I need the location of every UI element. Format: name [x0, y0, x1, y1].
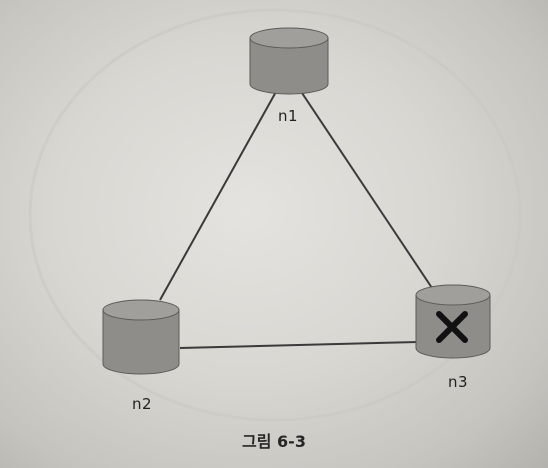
- node-label-n1: n1: [278, 107, 299, 125]
- edge-n1-n3: [299, 89, 433, 289]
- figure-caption: 그림 6-3: [242, 432, 306, 451]
- edge-n2-n3: [179, 341, 419, 349]
- node-label-n2: n2: [132, 395, 153, 413]
- background-ring: [28, 8, 522, 422]
- x-icon: [436, 311, 468, 343]
- node-label-n3: n3: [448, 373, 469, 391]
- node-n2-cylinder: [102, 299, 180, 375]
- node-n3-cylinder: [415, 284, 491, 359]
- node-n1-cylinder: [249, 27, 329, 95]
- edge-n1-n2: [159, 89, 278, 301]
